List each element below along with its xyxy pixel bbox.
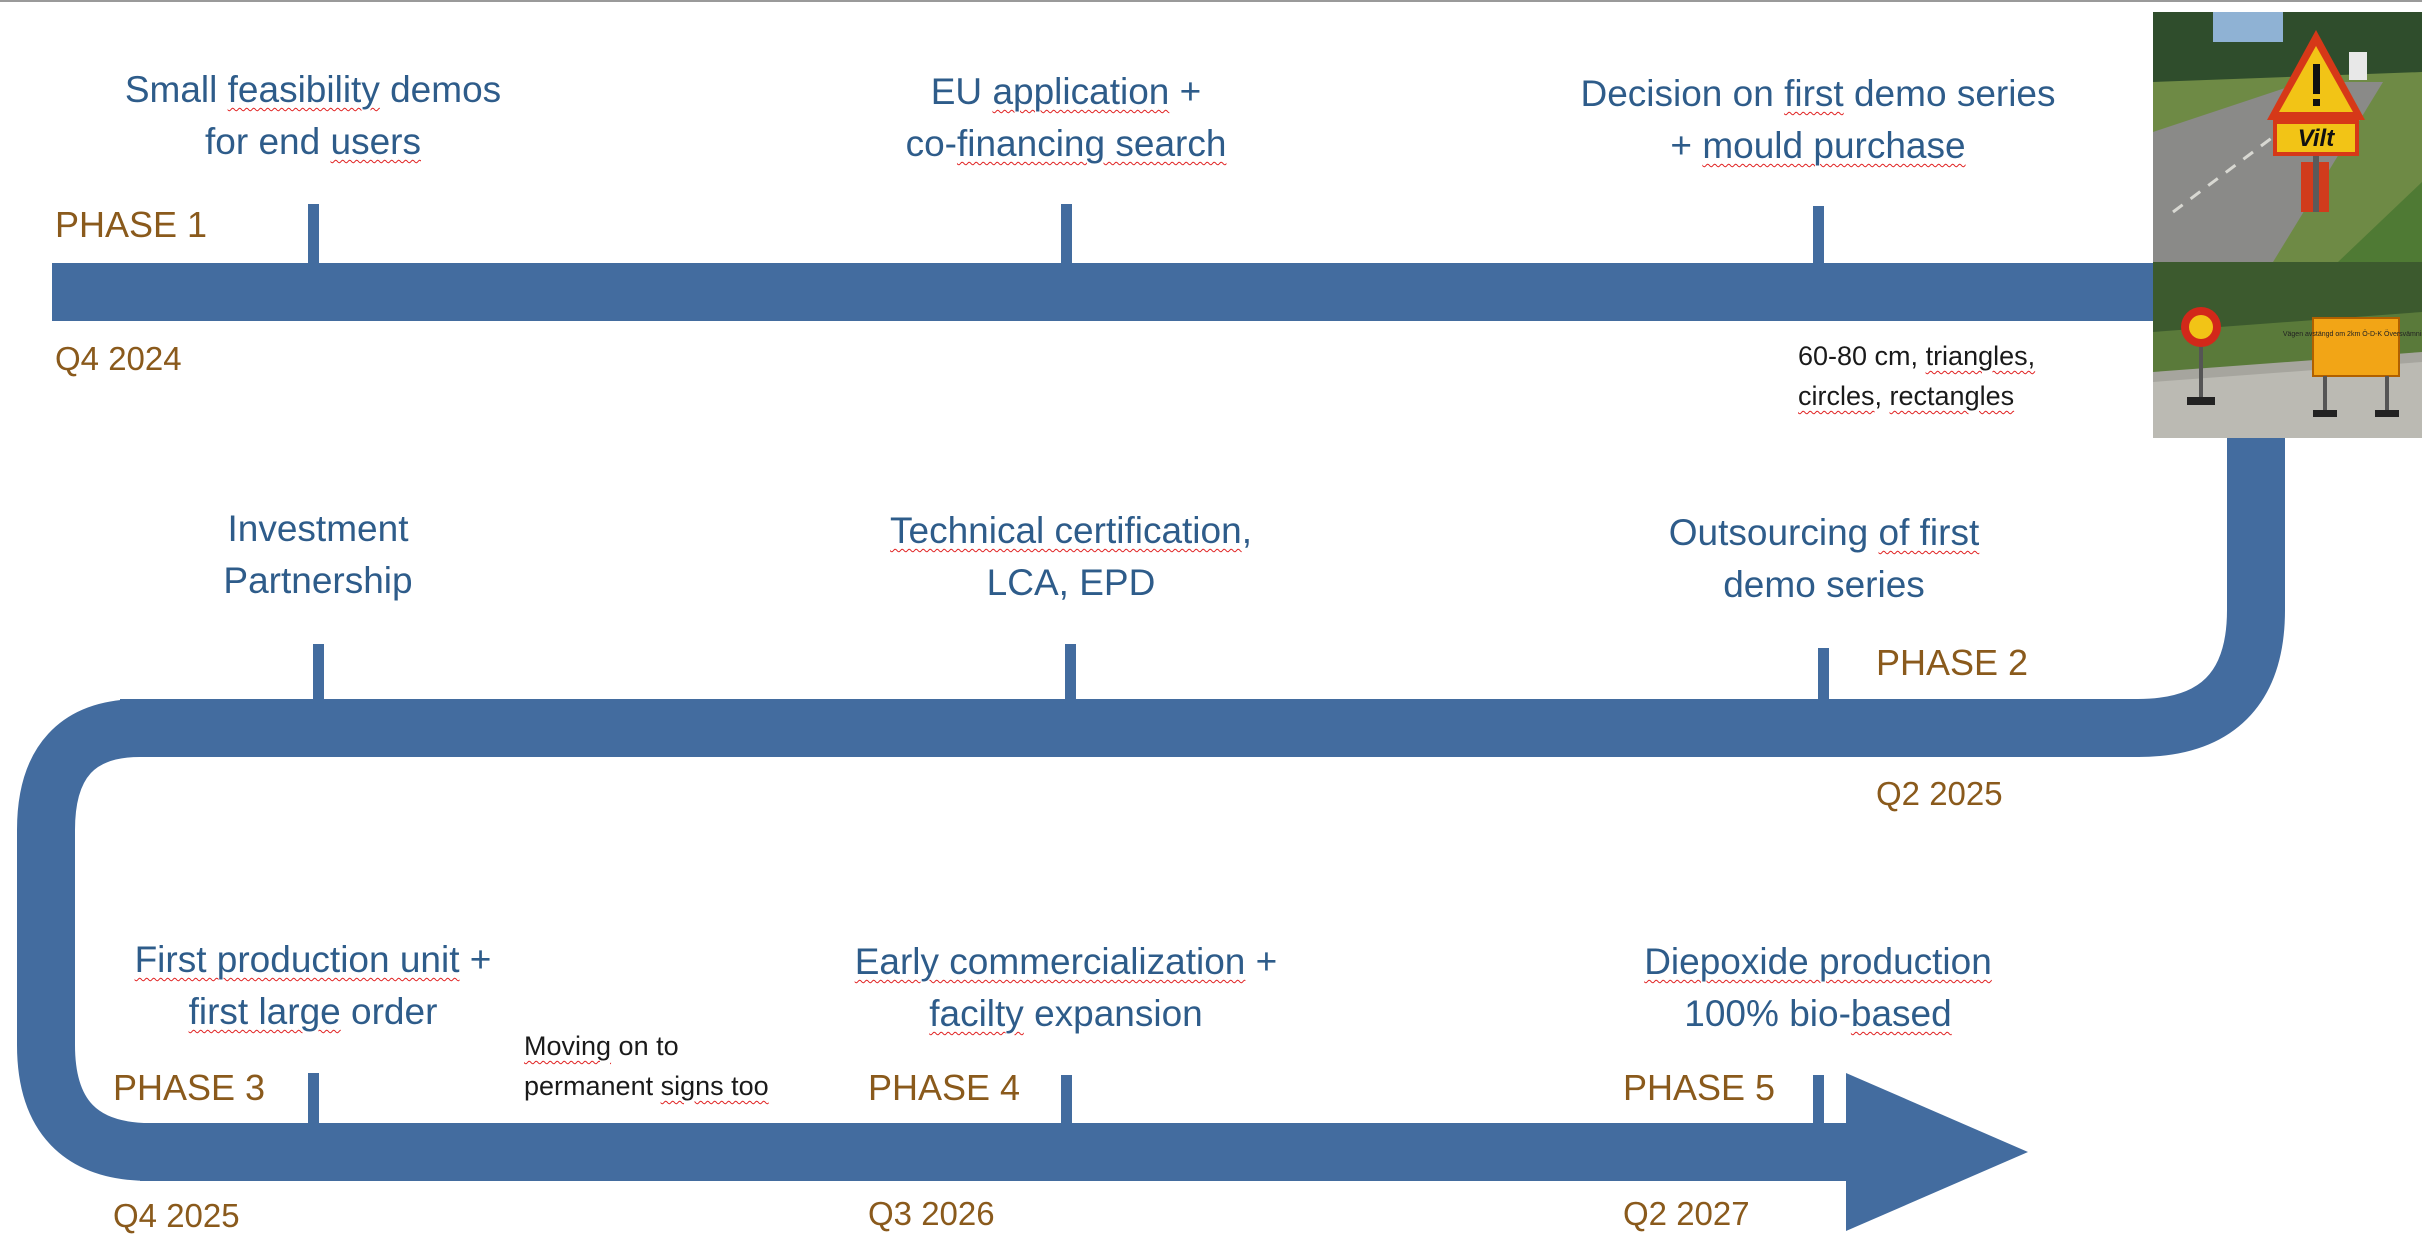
photo-road-warning-sign: Vilt: [2153, 12, 2422, 262]
tick: [1065, 644, 1076, 700]
tick: [1813, 1075, 1824, 1124]
tick: [1061, 204, 1072, 264]
milestone-diepoxide-production: Diepoxide production 100% bio-based: [1644, 941, 1992, 1034]
milestone-technical-certification: Technical certification, LCA, EPD: [890, 510, 1252, 603]
tick: [1818, 648, 1829, 700]
milestone-early-commercialization: Early commercialization + facilty expans…: [854, 941, 1278, 1034]
tick: [308, 1073, 319, 1124]
tick: [1813, 206, 1824, 264]
milestone-investment-partnership: Investment Partnership: [223, 508, 413, 601]
tick: [308, 204, 319, 264]
note-sign-sizes: 60-80 cm, triangles, circles, rectangles: [1798, 341, 2036, 411]
phase-4-label: PHASE 4: [868, 1067, 1021, 1108]
phase-4-date: Q3 2026: [868, 1195, 995, 1232]
phase-2-label: PHASE 2: [1876, 642, 2029, 683]
track-row-3: [140, 1123, 1850, 1181]
milestone-first-demo-series-decision: Decision on first demo series + mould pu…: [1580, 73, 2056, 166]
tick: [313, 644, 324, 700]
closure-sign-text: Vägen avstängd om 2km Ö-D-K Översvämning: [2283, 330, 2422, 338]
milestone-feasibility-demos: Small feasibility demos for end users: [124, 69, 502, 162]
note-permanent-signs: Moving on to permanent signs too: [524, 1031, 769, 1101]
tick: [1061, 1075, 1072, 1124]
phase-5-date: Q2 2027: [1623, 1195, 1750, 1232]
phase-1-label: PHASE 1: [55, 204, 208, 245]
sign-text-vilt: Vilt: [2298, 125, 2335, 152]
phase-3-date: Q4 2025: [113, 1197, 240, 1234]
arrow-head: [1846, 1073, 2028, 1231]
phase-1-date: Q4 2024: [55, 340, 182, 377]
top-border: [0, 0, 2422, 2]
photo-road-closure-signs: Vägen avstängd om 2km Ö-D-K Översvämning: [2153, 262, 2422, 438]
track-row-1: [52, 263, 2160, 321]
phase-3-label: PHASE 3: [113, 1067, 266, 1108]
milestone-outsourcing-demo-series: Outsourcing of first demo series: [1668, 512, 1980, 605]
milestone-first-production-unit: First production unit + first large orde…: [134, 939, 492, 1032]
milestone-eu-application: EU application + co-financing search: [905, 71, 1227, 164]
phase-5-label: PHASE 5: [1623, 1067, 1776, 1108]
track-bend-left: [16, 699, 151, 1181]
phase-2-date: Q2 2025: [1876, 775, 2003, 812]
track-row-2: [120, 699, 2140, 757]
